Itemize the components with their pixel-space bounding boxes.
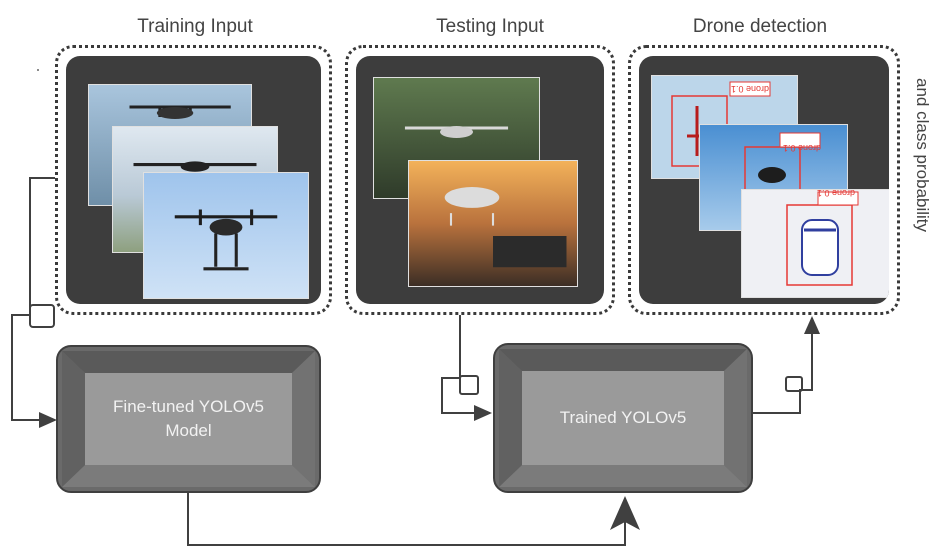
training-input-label: Training Input	[137, 16, 253, 37]
detection-tag-2: drone 0.1	[782, 143, 822, 153]
connector-knot-right	[785, 376, 803, 392]
arrow-testing-to-trained	[441, 312, 492, 421]
connector-knot-left	[29, 304, 55, 328]
detection-tag-1: drone 0.1	[730, 84, 770, 94]
detection-tag-3: drone 0.1	[816, 188, 856, 198]
testing-photo-2	[408, 160, 578, 287]
detection-photo-3	[741, 189, 889, 298]
class-probability-label: and class probability	[913, 78, 932, 233]
trained-yolov5-box: Trained YOLOv5	[493, 343, 753, 493]
training-panel-background	[66, 56, 321, 304]
arrow-training-to-finetuned	[11, 177, 60, 428]
arrowhead-large	[610, 496, 640, 530]
arrow-trained-to-detection	[752, 316, 820, 414]
training-input-panel	[55, 45, 332, 315]
finetuned-line-2: Model	[165, 421, 212, 440]
arrow-finetuned-to-trained	[187, 492, 626, 546]
finetuned-box-label: Fine-tuned YOLOv5 Model	[85, 395, 292, 443]
finetuned-line-1: Fine-tuned YOLOv5	[113, 397, 264, 416]
testing-input-label: Testing Input	[436, 16, 544, 37]
finetuned-yolov5-box: Fine-tuned YOLOv5 Model	[56, 345, 321, 493]
connector-knot-middle	[459, 375, 479, 395]
drone-detection-panel	[628, 45, 900, 315]
testing-panel-background	[356, 56, 604, 304]
training-photo-3	[143, 172, 309, 299]
testing-input-panel	[345, 45, 615, 315]
drone-detection-label: Drone detection	[692, 16, 828, 37]
trained-box-label: Trained YOLOv5	[559, 408, 687, 427]
detection-panel-background	[639, 56, 889, 304]
